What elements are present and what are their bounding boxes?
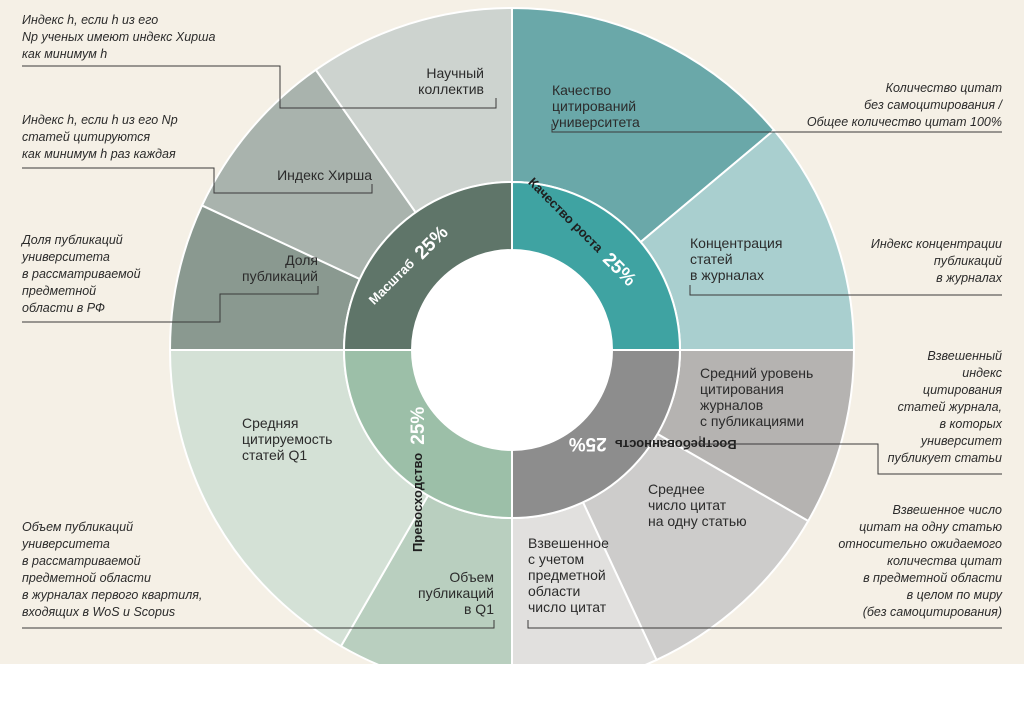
note-q1-volume: Объем публикаций университета в рассматр… bbox=[22, 520, 203, 619]
leader-line bbox=[22, 65, 497, 109]
leader-line bbox=[527, 620, 1002, 629]
note-journal-citation-level: Взвешенный индекс цитирования статей жур… bbox=[887, 349, 1002, 465]
inner-percent-text: 25% bbox=[408, 407, 429, 445]
inner-label-excellence: Превосходство 25% bbox=[408, 407, 429, 552]
inner-label-text: Превосходство bbox=[410, 453, 425, 552]
note-citation-quality: Количество цитат без самоцитирования / О… bbox=[806, 81, 1002, 129]
note-hirsch-index: Индекс h, если h из его Np статей цитиру… bbox=[22, 113, 178, 161]
note-weighted-citations: Взвешенное число цитат на одну статью от… bbox=[838, 503, 1002, 619]
inner-label-text: Востребованность bbox=[615, 437, 737, 452]
note-research-team: Индекс h, если h из его Np ученых имеют … bbox=[22, 13, 216, 61]
inner-percent-text: 25% bbox=[569, 433, 607, 454]
note-publication-share: Доля публикаций университета в рассматри… bbox=[22, 233, 141, 315]
leader-line bbox=[22, 620, 495, 629]
leader-line bbox=[699, 436, 1002, 475]
leader-line bbox=[551, 124, 1002, 133]
note-journal-concentration: Индекс концентрации публикаций в журнала… bbox=[870, 237, 1002, 285]
center-hole bbox=[412, 250, 612, 450]
leader-line bbox=[22, 286, 319, 323]
inner-label-demand: Востребованность 25% bbox=[569, 433, 737, 454]
leader-line bbox=[22, 167, 373, 194]
leader-line bbox=[689, 285, 1002, 296]
outer-label-hirsch-index: Индекс Хирша bbox=[277, 167, 372, 183]
